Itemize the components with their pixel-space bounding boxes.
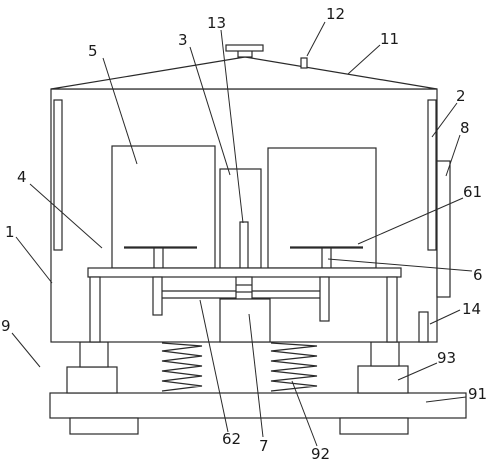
leader-14: [429, 309, 461, 325]
disc-right-shaft: [321, 247, 332, 269]
label-61: 61: [463, 183, 482, 201]
label-92: 92: [311, 445, 330, 463]
support-block-right-upper: [370, 341, 400, 367]
disc-left-shaft: [153, 247, 164, 269]
side-slot-right: [427, 99, 437, 251]
base-foot-right: [339, 417, 409, 435]
label-12: 12: [326, 5, 345, 23]
label-9: 9: [1, 317, 11, 335]
leader-61: [357, 197, 464, 245]
label-91: 91: [468, 385, 487, 403]
tray: [87, 267, 402, 278]
leader-4: [29, 183, 103, 249]
support-block-left-lower: [66, 366, 118, 394]
label-93: 93: [437, 349, 456, 367]
label-7: 7: [259, 437, 269, 455]
leader-8: [445, 134, 461, 177]
leader-91: [425, 396, 467, 403]
label-14: 14: [462, 300, 481, 318]
label-3: 3: [178, 31, 188, 49]
label-4: 4: [17, 168, 27, 186]
tray-leg-left: [89, 276, 101, 343]
leader-9: [11, 332, 41, 368]
label-6: 6: [473, 266, 483, 284]
leader-1: [15, 236, 53, 284]
lower-shaft-right: [319, 276, 330, 322]
side-slot-left: [53, 99, 63, 251]
lid-handle-top: [225, 44, 264, 52]
label-11: 11: [380, 30, 399, 48]
leader-11: [347, 44, 381, 75]
leader-5: [102, 57, 138, 165]
support-block-left-upper: [79, 341, 109, 368]
leader-13: [220, 29, 244, 224]
leader-12: [306, 21, 326, 57]
coupling: [235, 276, 253, 300]
leader-6: [327, 258, 473, 272]
leader-62: [199, 299, 229, 433]
label-62: 62: [222, 430, 241, 448]
base-foot-left: [69, 417, 139, 435]
label-5: 5: [88, 42, 98, 60]
support-block-right-lower: [357, 365, 409, 394]
tray-leg-right: [386, 276, 398, 343]
leader-7: [248, 313, 264, 438]
label-2: 2: [456, 87, 466, 105]
lid: [50, 56, 438, 90]
label-1: 1: [5, 223, 15, 241]
label-8: 8: [460, 119, 470, 137]
vent: [300, 57, 308, 69]
leader-93: [397, 362, 438, 381]
spring-right: [270, 342, 318, 392]
label-13: 13: [207, 14, 226, 32]
leader-2: [431, 102, 458, 138]
leader-92: [291, 380, 318, 447]
lower-shaft-left: [152, 276, 163, 316]
motor: [219, 298, 271, 343]
spring-left: [161, 342, 203, 392]
leader-3: [189, 46, 231, 176]
outlet: [418, 311, 429, 343]
side-panel: [436, 160, 451, 298]
center-rod: [239, 221, 249, 269]
